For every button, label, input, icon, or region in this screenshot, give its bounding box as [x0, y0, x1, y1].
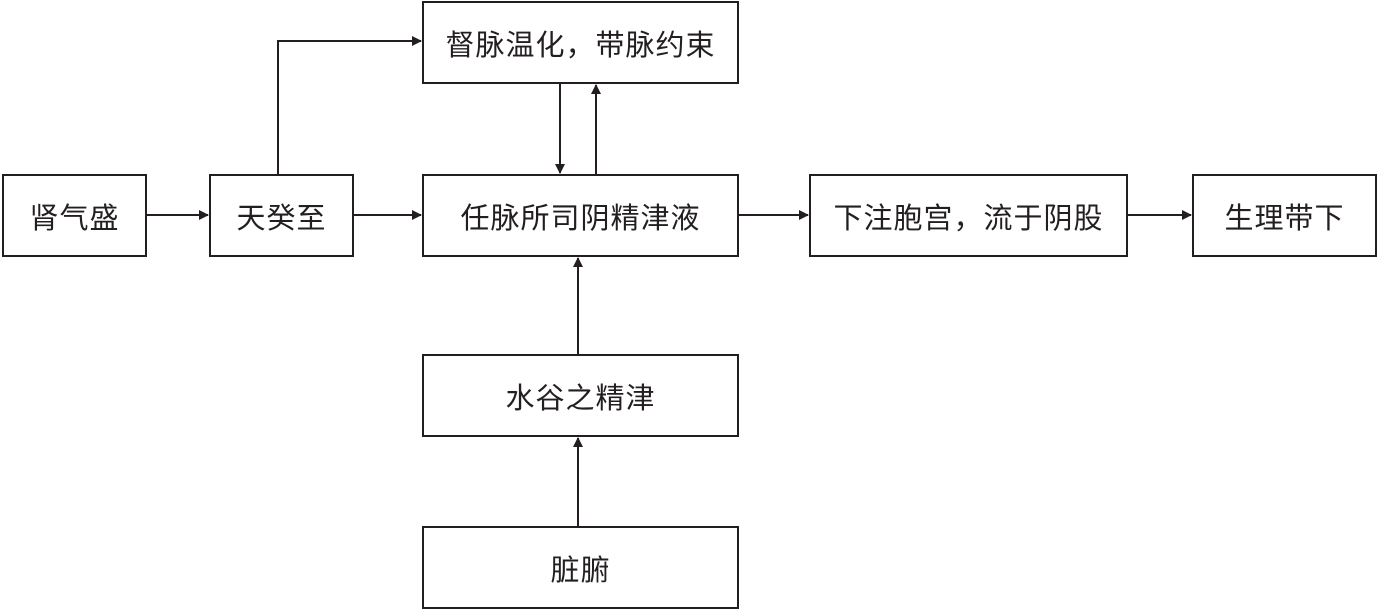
node-tiangui: 天癸至 [209, 174, 354, 257]
node-organs: 脏腑 [422, 526, 739, 609]
node-dumai: 督脉温化，带脉约束 [422, 1, 739, 84]
node-organs-label: 脏腑 [550, 552, 611, 587]
node-kidney-qi: 肾气盛 [2, 174, 147, 257]
node-flow-uterus: 下注胞宫，流于阴股 [809, 174, 1128, 257]
node-renmai-label: 任脉所司阴精津液 [460, 200, 701, 235]
edge-tiangui-to-dumai [277, 36, 422, 174]
node-kidney-qi-label: 肾气盛 [29, 200, 120, 235]
node-physiological-discharge-label: 生理带下 [1224, 200, 1345, 235]
node-grain-essence: 水谷之精津 [422, 354, 739, 437]
node-flow-uterus-label: 下注胞宫，流于阴股 [833, 200, 1104, 235]
node-grain-essence-label: 水谷之精津 [505, 380, 656, 415]
node-tiangui-label: 天癸至 [236, 200, 327, 235]
node-renmai: 任脉所司阴精津液 [422, 174, 739, 257]
node-dumai-label: 督脉温化，带脉约束 [445, 27, 716, 62]
node-physiological-discharge: 生理带下 [1192, 174, 1377, 257]
